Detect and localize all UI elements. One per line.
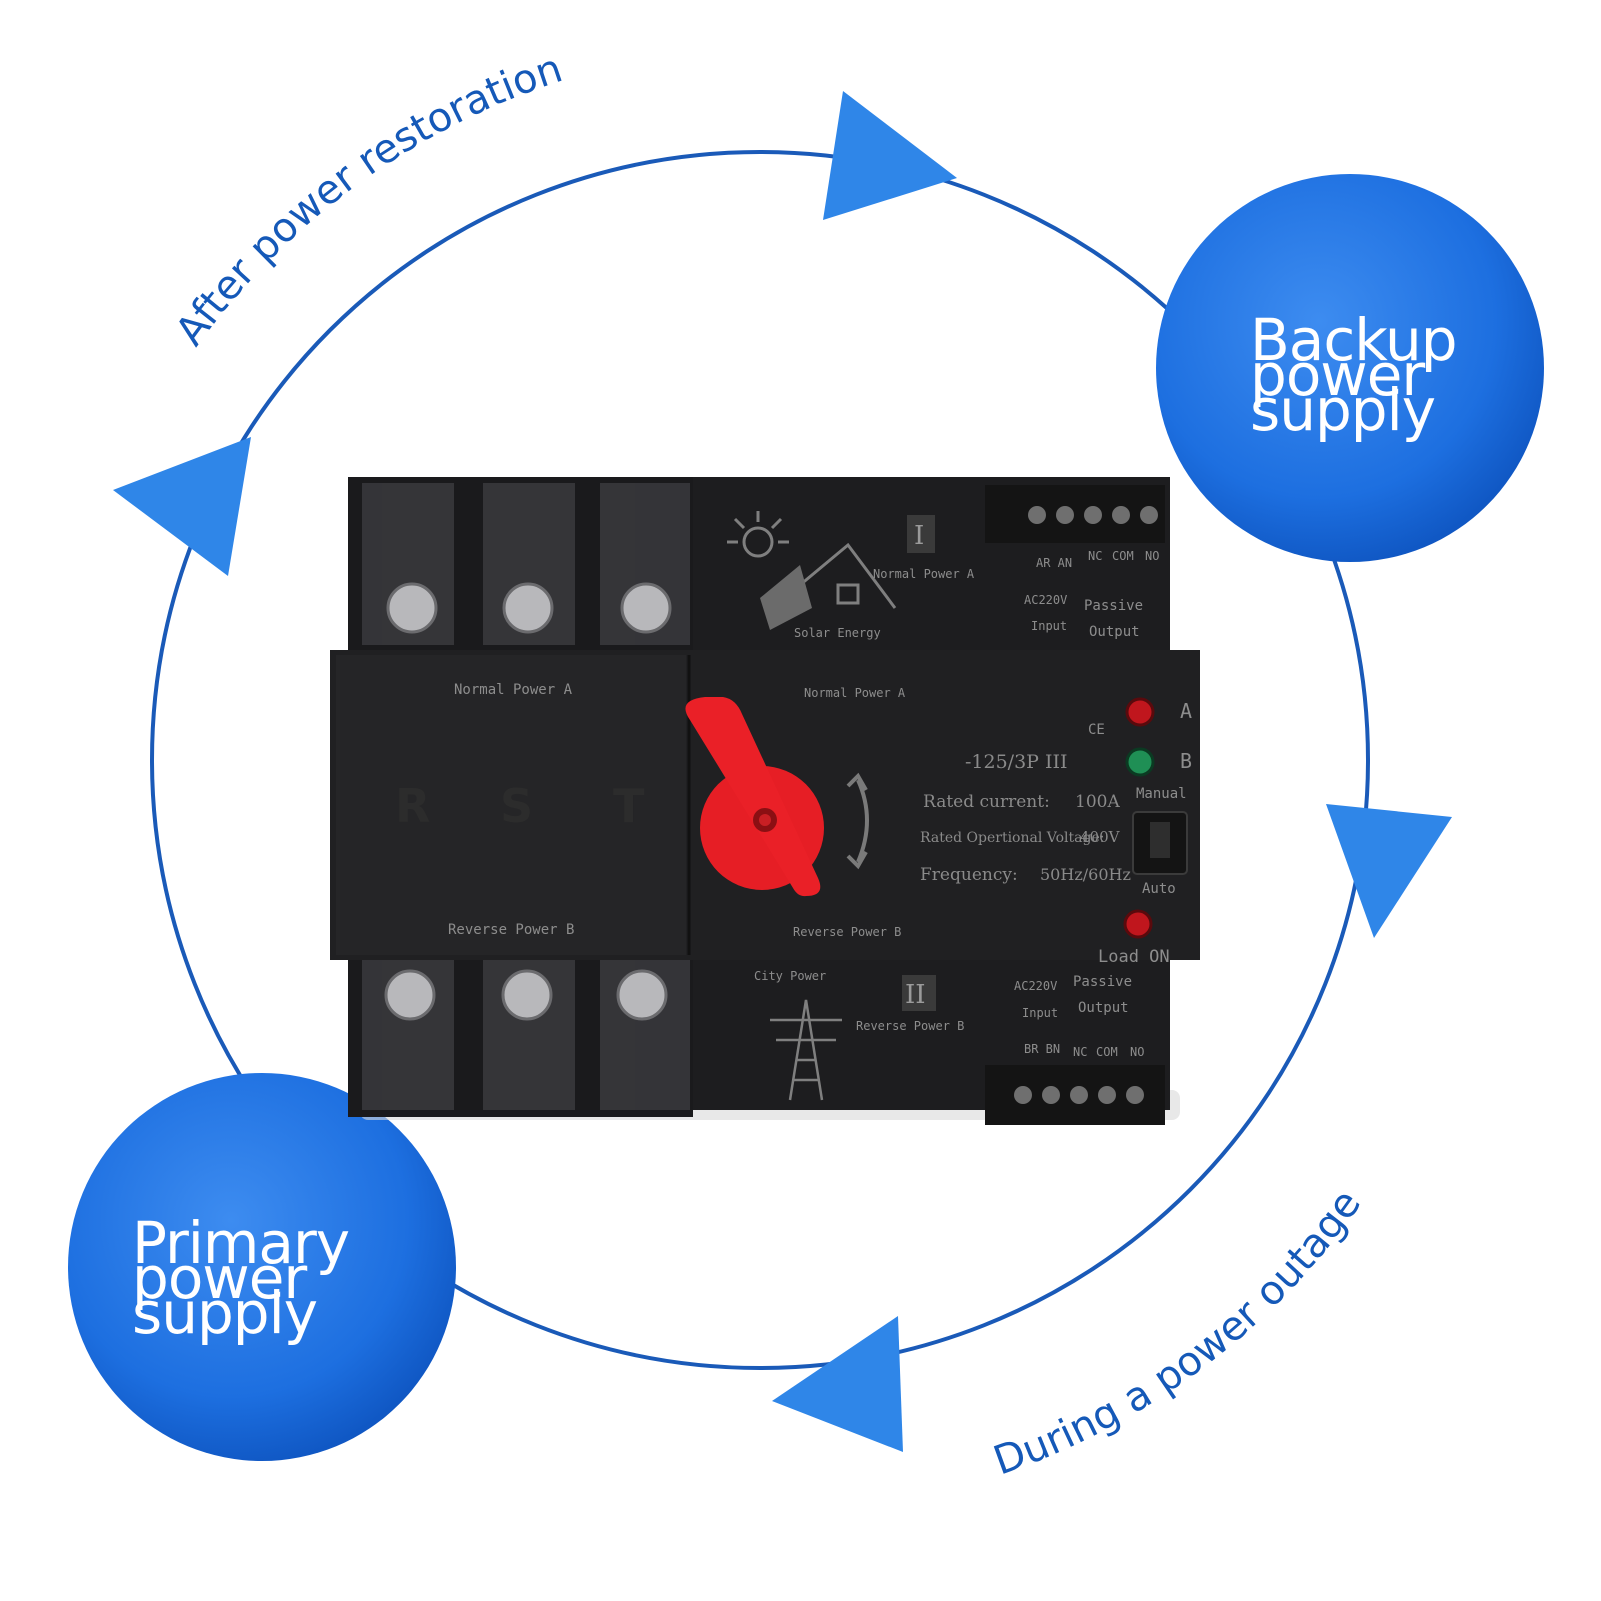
roman-badge-ii xyxy=(902,975,936,1011)
power-tower-icon xyxy=(770,999,842,1101)
upper-input-voltage: AC220V xyxy=(1024,593,1067,607)
upper-output: Output xyxy=(1089,624,1140,640)
upper-pin-nc: NC xyxy=(1088,549,1102,563)
model-number: -125/3P III xyxy=(965,751,1068,773)
node-backup-power-supply: Backup power supply xyxy=(1156,174,1544,562)
lower-source-label: Reverse Power B xyxy=(856,1019,964,1033)
terminal-screws-upper xyxy=(1028,506,1158,524)
load-on-label: Load ON xyxy=(1098,947,1170,967)
label-during-outage: During a power outage xyxy=(988,1181,1370,1484)
arrow-left-up xyxy=(113,437,251,576)
lower-input-pins: BR BN xyxy=(1024,1042,1060,1056)
indicator-b-led-icon xyxy=(1125,747,1155,777)
rotation-arrow-icon xyxy=(846,772,869,870)
auto-label: Auto xyxy=(1142,881,1176,897)
primary-line-1: Primary xyxy=(132,1209,349,1277)
lower-passive: Passive xyxy=(1073,974,1132,990)
upper-pin-no: NO xyxy=(1145,549,1159,563)
left-bottom-label: Reverse Power B xyxy=(448,922,574,938)
indicator-a-led-icon xyxy=(1125,697,1155,727)
lower-pin-no: NO xyxy=(1130,1045,1144,1059)
lower-pin-nc: NC xyxy=(1073,1045,1087,1059)
spec-voltage-name: Rated Opertional Voltage: xyxy=(920,830,1104,846)
lower-output: Output xyxy=(1078,1000,1129,1016)
upper-input-label: Input xyxy=(1031,619,1067,633)
roman-ii: II xyxy=(905,980,926,1010)
arrow-right-down xyxy=(1326,804,1452,938)
upper-passive: Passive xyxy=(1084,598,1143,614)
upper-input-pins: AR AN xyxy=(1036,556,1072,570)
left-top-label: Normal Power A xyxy=(454,682,573,698)
phase-bolts xyxy=(384,582,672,1021)
spec-frequency-value: 50Hz/60Hz xyxy=(1040,865,1131,884)
cycle-ring xyxy=(150,150,1370,1370)
roman-badge-i xyxy=(907,515,935,553)
primary-line-3: supply xyxy=(132,1279,317,1347)
arrow-right-top xyxy=(823,91,957,220)
lower-pin-com: COM xyxy=(1096,1045,1118,1059)
lower-input-label: Input xyxy=(1022,1006,1058,1020)
phase-r: R xyxy=(395,779,430,833)
ce-mark: CE xyxy=(1088,722,1105,738)
terminal-screws-lower xyxy=(1014,1086,1144,1104)
transfer-switch-device: R S T Normal Power A Reverse Power B Nor… xyxy=(330,477,1200,1125)
manual-label: Manual xyxy=(1136,786,1187,802)
spec-voltage-value: 400V xyxy=(1080,828,1121,846)
backup-line-3: supply xyxy=(1250,376,1435,444)
terminal-block-upper xyxy=(985,485,1165,543)
arrow-left-bottom xyxy=(772,1316,903,1452)
node-primary-power-supply: Primary power supply xyxy=(68,1073,456,1461)
load-on-led-icon xyxy=(1123,909,1153,939)
city-power-caption: City Power xyxy=(754,969,826,983)
indicator-a-label: A xyxy=(1180,699,1192,723)
center-top-label: Normal Power A xyxy=(804,686,906,700)
spec-frequency-name: Frequency: xyxy=(920,865,1018,885)
solar-energy-icon xyxy=(727,511,897,630)
roman-i: I xyxy=(914,521,924,551)
spec-current-value: 100A xyxy=(1075,792,1120,812)
upper-pin-com: COM xyxy=(1112,549,1134,563)
lower-input-voltage: AC220V xyxy=(1014,979,1057,993)
phase-front-plate xyxy=(336,655,686,955)
selector-handle[interactable] xyxy=(685,697,824,897)
phase-t: T xyxy=(613,779,645,833)
solar-caption: Solar Energy xyxy=(794,626,881,640)
indicator-b-label: B xyxy=(1180,749,1192,773)
primary-line-2: power xyxy=(132,1244,307,1312)
backup-line-1: Backup xyxy=(1250,306,1457,374)
phase-s: S xyxy=(500,779,533,833)
backup-line-2: power xyxy=(1250,341,1425,409)
upper-source-label: Normal Power A xyxy=(873,567,975,581)
spec-current-name: Rated current: xyxy=(923,792,1050,812)
label-after-restoration: After power restoration xyxy=(167,45,568,353)
center-bottom-label: Reverse Power B xyxy=(793,925,901,939)
